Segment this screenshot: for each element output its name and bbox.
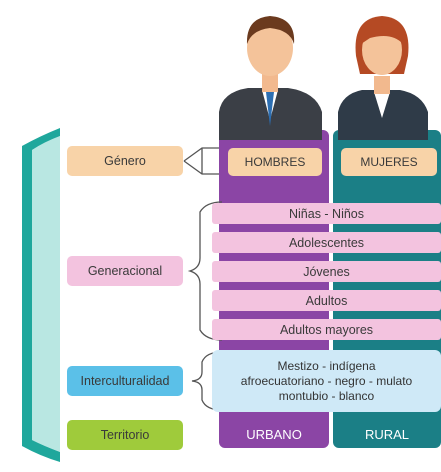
generation-row: Adultos mayores: [212, 319, 441, 340]
mujeres-label: MUJERES: [341, 148, 437, 176]
interculturalidad-line: Mestizo - indígena: [277, 358, 376, 373]
generacional-bracket: [187, 201, 223, 341]
generation-row: Jóvenes: [212, 261, 441, 282]
interculturalidad-label: Interculturalidad: [67, 366, 183, 396]
interculturalidad-line: afroecuatoriano - negro - mulato: [240, 373, 413, 388]
genero-label: Género: [67, 146, 183, 176]
urbano-label: URBANO: [246, 426, 302, 442]
genero-connector: [183, 147, 219, 175]
territorio-label: Territorio: [67, 420, 183, 450]
man-icon: [219, 16, 322, 140]
generation-row: Adultos: [212, 290, 441, 311]
rural-label: RURAL: [364, 426, 410, 442]
interculturalidad-bracket: [191, 351, 223, 411]
interculturalidad-groups: Mestizo - indígena afroecuatoriano - neg…: [212, 350, 441, 412]
generacional-label: Generacional: [67, 256, 183, 286]
teal-bracket-inner: [32, 136, 60, 452]
interculturalidad-line: montubio - blanco: [278, 388, 375, 403]
hombres-label: HOMBRES: [228, 148, 322, 176]
woman-icon: [338, 16, 428, 140]
generation-row: Niñas - Niños: [212, 203, 441, 224]
generation-row: Adolescentes: [212, 232, 441, 253]
teal-bracket: [22, 128, 60, 462]
